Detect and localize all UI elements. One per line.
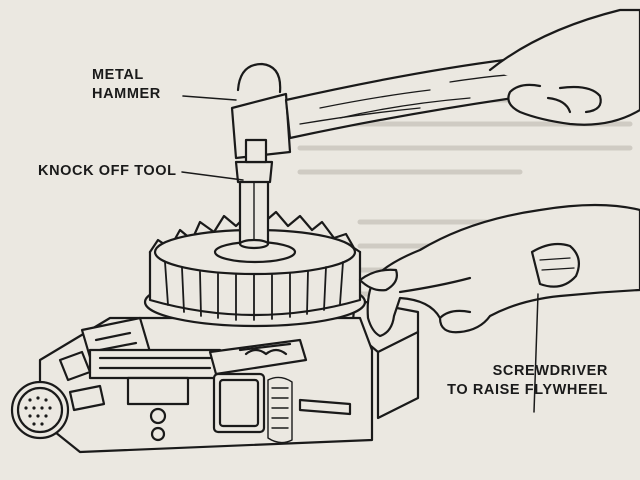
- screwdriver-label: SCREWDRIVER TO RAISE FLYWHEEL: [447, 362, 608, 400]
- knock-off-tool-label: KNOCK OFF TOOL: [38, 162, 177, 181]
- metal-hammer-label: METAL HAMMER: [92, 66, 161, 104]
- knock-off-tool-icon: [236, 162, 272, 248]
- hand-icon: [490, 10, 640, 125]
